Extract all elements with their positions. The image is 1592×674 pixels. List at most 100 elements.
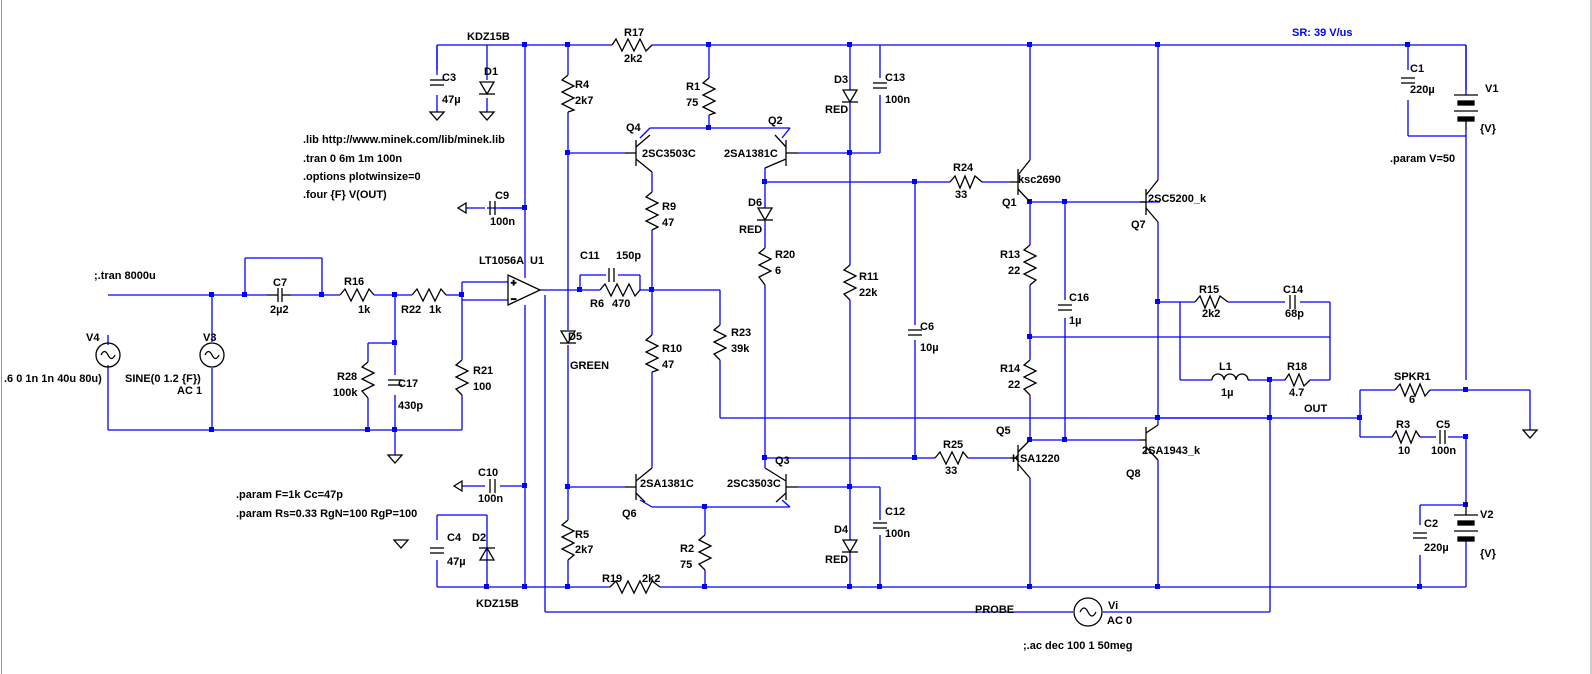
svg-text:R10: R10 xyxy=(662,343,682,355)
svg-text:SR: 39 V/us: SR: 39 V/us xyxy=(1292,27,1353,39)
D1-zener xyxy=(478,81,496,96)
svg-text:33: 33 xyxy=(945,465,957,477)
svg-text:6: 6 xyxy=(775,265,781,277)
svg-text:R19: R19 xyxy=(602,573,622,585)
Q6-transistor xyxy=(625,467,653,503)
svg-text:47µ: 47µ xyxy=(447,556,466,568)
svg-text:R15: R15 xyxy=(1199,284,1219,296)
V1-battery xyxy=(1454,94,1478,130)
R11-resistor xyxy=(842,264,858,301)
R28-resistor xyxy=(360,361,376,399)
svg-text:C16: C16 xyxy=(1069,292,1089,304)
svg-text:R5: R5 xyxy=(575,529,589,541)
svg-text:2k7: 2k7 xyxy=(575,95,593,107)
svg-text:KSA1220: KSA1220 xyxy=(1012,453,1060,465)
svg-text:−: − xyxy=(511,294,516,304)
opamp-U1: + − xyxy=(507,273,542,307)
V3-source xyxy=(199,342,225,368)
svg-text:47: 47 xyxy=(662,217,674,229)
R23-resistor xyxy=(712,324,728,361)
svg-text:RED: RED xyxy=(825,554,848,566)
svg-text:Q5: Q5 xyxy=(996,425,1011,437)
svg-text:.param F=1k Cc=47p: .param F=1k Cc=47p xyxy=(236,489,343,501)
svg-text:.6 0 1n 1n 40u 80u): .6 0 1n 1n 40u 80u) xyxy=(4,373,102,385)
svg-text:V3: V3 xyxy=(203,332,216,344)
svg-text:R9: R9 xyxy=(662,201,676,213)
C11-capacitor xyxy=(608,268,615,282)
L1-inductor xyxy=(1211,373,1250,381)
svg-text:R3: R3 xyxy=(1396,419,1410,431)
D3-led xyxy=(841,89,859,104)
SPKR1-speaker xyxy=(1394,382,1431,398)
Q3-transistor xyxy=(764,467,798,503)
Vi-source xyxy=(1073,597,1103,627)
junction-dots xyxy=(209,42,1468,589)
svg-text:1k: 1k xyxy=(429,304,442,316)
svg-text:47: 47 xyxy=(662,359,674,371)
R1-resistor xyxy=(701,77,717,116)
C17-capacitor xyxy=(388,379,402,386)
svg-text:.tran 0 6m 1m 100n: .tran 0 6m 1m 100n xyxy=(303,153,402,165)
Q7-transistor xyxy=(1140,179,1159,223)
svg-text:100n: 100n xyxy=(478,493,503,505)
svg-text:68p: 68p xyxy=(1285,308,1304,320)
svg-text:R11: R11 xyxy=(859,271,879,283)
C10-capacitor xyxy=(489,479,496,493)
svg-text:47µ: 47µ xyxy=(442,94,461,106)
svg-text:SPKR1: SPKR1 xyxy=(1394,371,1431,383)
svg-text:C17: C17 xyxy=(398,378,418,390)
svg-text:R28: R28 xyxy=(337,371,357,383)
svg-text:V4: V4 xyxy=(86,332,100,344)
svg-text:R23: R23 xyxy=(731,327,751,339)
svg-text:{V}: {V} xyxy=(1480,548,1497,560)
Q5-transistor xyxy=(1010,439,1031,479)
svg-text:2k2: 2k2 xyxy=(642,573,660,585)
R3-resistor xyxy=(1391,429,1421,445)
svg-text:100n: 100n xyxy=(490,216,515,228)
svg-text:LT1056A: LT1056A xyxy=(479,255,524,267)
R17-resistor xyxy=(611,37,653,53)
svg-text:KDZ15B: KDZ15B xyxy=(476,598,519,610)
svg-text:KDZ15B: KDZ15B xyxy=(467,31,510,43)
svg-text:R21: R21 xyxy=(473,365,493,377)
svg-text:100n: 100n xyxy=(1431,445,1456,457)
resistor-symbols xyxy=(339,37,1421,595)
C12-capacitor xyxy=(873,522,887,529)
svg-text:D3: D3 xyxy=(834,74,848,86)
svg-text:2SA1381C: 2SA1381C xyxy=(640,478,694,490)
svg-text:R18: R18 xyxy=(1287,361,1307,373)
svg-text:C12: C12 xyxy=(885,506,905,518)
capacitor-symbols xyxy=(267,77,1446,554)
svg-text:C2: C2 xyxy=(1424,518,1438,530)
Q8-transistor xyxy=(1140,424,1159,461)
svg-text:2SA1943_k: 2SA1943_k xyxy=(1142,445,1201,457)
svg-text:1µ: 1µ xyxy=(1221,387,1233,399)
svg-text:R2: R2 xyxy=(680,543,694,555)
C16-capacitor xyxy=(1058,304,1072,311)
Q2-transistor xyxy=(764,134,798,169)
svg-text:2SC5200_k: 2SC5200_k xyxy=(1148,193,1207,205)
R2-resistor xyxy=(697,534,713,571)
svg-text:D5: D5 xyxy=(568,331,582,343)
C1-capacitor xyxy=(1401,77,1415,84)
svg-text:1µ: 1µ xyxy=(1069,315,1081,327)
svg-text:470: 470 xyxy=(612,298,630,310)
svg-text:Q2: Q2 xyxy=(768,115,783,127)
svg-text:C3: C3 xyxy=(442,72,456,84)
svg-text:2SC3503C: 2SC3503C xyxy=(642,148,696,160)
svg-text:C14: C14 xyxy=(1283,284,1304,296)
C2-capacitor xyxy=(1413,532,1427,539)
svg-text:2k2: 2k2 xyxy=(624,53,642,65)
svg-text:D2: D2 xyxy=(472,532,486,544)
svg-text:R16: R16 xyxy=(344,276,364,288)
R19-resistor xyxy=(609,579,661,595)
svg-text:L1: L1 xyxy=(1219,361,1232,373)
svg-text:Q8: Q8 xyxy=(1126,468,1141,480)
svg-text:22: 22 xyxy=(1008,265,1020,277)
svg-text:4.7: 4.7 xyxy=(1289,387,1304,399)
component-labels: SR: 39 V/us KDZ15B KDZ15B OUT PROBE ;.tr… xyxy=(4,27,1498,652)
svg-text:C1: C1 xyxy=(1410,63,1424,75)
R5-resistor xyxy=(560,519,576,561)
Q4-transistor xyxy=(625,134,653,173)
